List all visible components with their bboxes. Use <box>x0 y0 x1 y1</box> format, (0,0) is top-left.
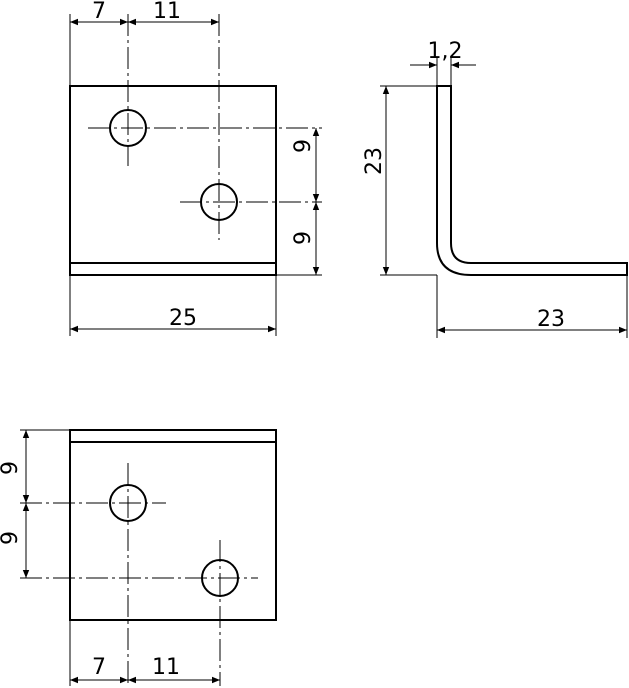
bottom-dim-label-9-upper: 9 <box>0 461 23 475</box>
bottom-dim-label-11: 11 <box>152 655 180 680</box>
bottom-plate-outline <box>69 429 277 621</box>
front-view: 7 11 9 9 25 <box>69 0 322 336</box>
front-dim-label-9-upper: 9 <box>291 139 316 153</box>
bottom-view: 9 9 7 11 <box>0 429 277 686</box>
side-dim-label-thickness: 1,2 <box>428 39 463 64</box>
bottom-dim-label-7: 7 <box>92 655 106 680</box>
front-dim-label-25: 25 <box>169 306 197 331</box>
bottom-dim-label-9-lower: 9 <box>0 531 23 545</box>
front-dim-label-9-lower: 9 <box>291 231 316 245</box>
side-dim-label-length: 23 <box>537 307 565 332</box>
side-view: 1,2 23 23 <box>362 39 628 338</box>
front-dim-label-7: 7 <box>92 0 106 24</box>
side-profile-outline <box>436 85 628 276</box>
front-plate-outline <box>69 85 277 276</box>
side-dim-label-height: 23 <box>362 147 387 175</box>
front-dim-label-11: 11 <box>153 0 181 24</box>
